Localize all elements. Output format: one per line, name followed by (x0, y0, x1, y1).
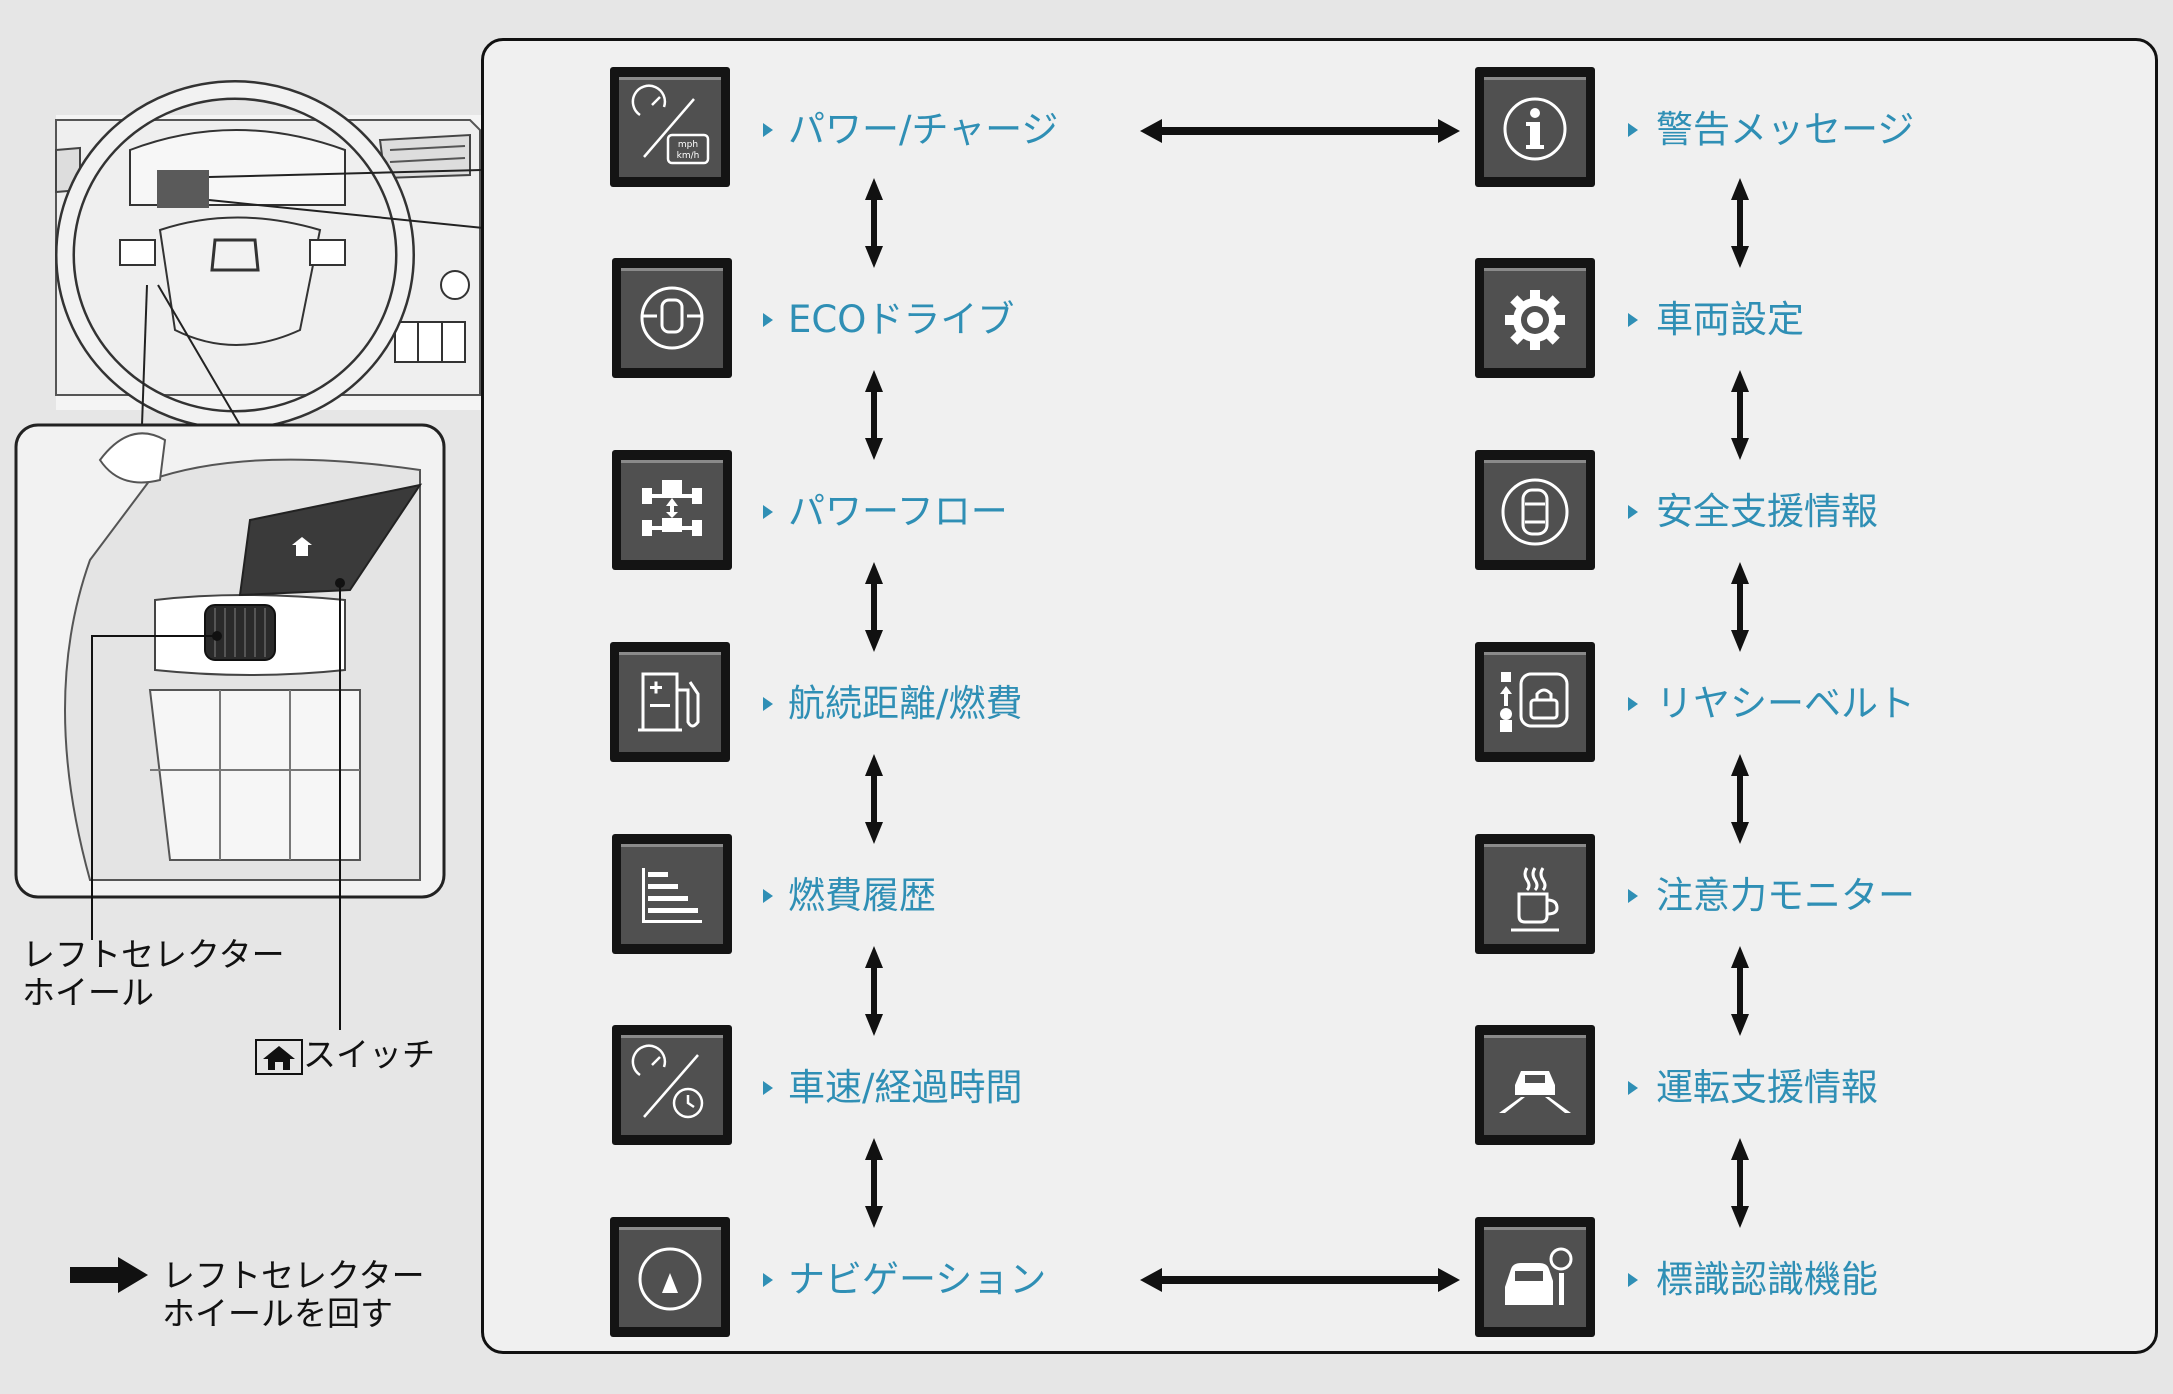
menu-label-driving-support[interactable]: 運転支援情報 (1656, 1066, 1878, 1109)
vertical-arrow (865, 370, 883, 460)
power-flow-icon (642, 480, 702, 536)
fuel-history-tile[interactable] (612, 834, 732, 954)
vertical-arrow (865, 562, 883, 652)
menu-label-rear-seatbelt[interactable]: リヤシーベルト (1656, 682, 1915, 725)
home-icon (255, 1038, 303, 1075)
navigation-tile[interactable] (610, 1217, 730, 1337)
menu-label-warning-message[interactable]: 警告メッセージ (1656, 108, 1915, 151)
horizontal-arrow-bottom (1140, 1268, 1460, 1292)
vertical-arrow (1731, 370, 1749, 460)
rear-seatbelt-tile[interactable] (1475, 642, 1595, 762)
mph-text: mph (678, 140, 698, 150)
selector-wheel-caption: レフトセレクター ホイール (22, 935, 285, 1012)
warning-message-tile[interactable] (1475, 67, 1595, 187)
home-switch-caption: スイッチ (255, 1036, 435, 1075)
vertical-arrow (865, 1138, 883, 1228)
power-charge-icon: mph km/h (631, 84, 710, 165)
menu-label-power-flow[interactable]: パワーフロー (788, 490, 1008, 533)
bar-history-icon (642, 868, 702, 923)
power-flow-tile[interactable] (612, 450, 732, 570)
coffee-cup-icon (1511, 867, 1559, 932)
range-fuel-tile[interactable] (610, 642, 730, 762)
screen-menu-panel (481, 38, 2158, 1354)
lane-car-icon (1499, 1071, 1571, 1113)
eco-drive-tile[interactable] (612, 258, 732, 378)
info-icon (1503, 97, 1567, 161)
menu-label-vehicle-settings[interactable]: 車両設定 (1656, 298, 1804, 341)
vehicle-settings-tile[interactable] (1475, 258, 1595, 378)
menu-label-eco-drive[interactable]: ECOドライブ (788, 298, 1015, 341)
compass-icon (638, 1247, 702, 1311)
power-charge-tile[interactable]: mph km/h (610, 67, 730, 187)
eco-drive-icon (640, 286, 704, 350)
fuel-station-icon (638, 672, 700, 732)
vertical-arrow (865, 946, 883, 1036)
vertical-arrow (865, 178, 883, 268)
attention-monitor-tile[interactable] (1475, 834, 1595, 954)
kmh-text: km/h (677, 151, 700, 161)
sign-recognition-tile[interactable] (1475, 1217, 1595, 1337)
horizontal-arrow-top (1140, 119, 1460, 143)
menu-label-navigation[interactable]: ナビゲーション (788, 1258, 1047, 1301)
menu-label-sign-recognition[interactable]: 標識認識機能 (1656, 1258, 1878, 1301)
driving-support-tile[interactable] (1475, 1025, 1595, 1145)
vertical-arrow (1731, 562, 1749, 652)
vertical-arrow (865, 754, 883, 844)
vertical-arrow (1731, 754, 1749, 844)
gear-icon (1505, 290, 1565, 350)
speed-clock-icon (631, 1044, 704, 1119)
sign-recognition-icon (1505, 1247, 1573, 1305)
menu-label-safety-support[interactable]: 安全支援情報 (1656, 490, 1878, 533)
menu-label-speed-time[interactable]: 車速/経過時間 (788, 1066, 1023, 1109)
menu-label-power-charge[interactable]: パワー/チャージ (788, 108, 1059, 151)
rear-seatbelt-icon (1500, 672, 1569, 732)
car-top-circle-icon (1501, 478, 1569, 546)
safety-support-tile[interactable] (1475, 450, 1595, 570)
steering-wheel-illustration (14, 80, 481, 1030)
speed-time-tile[interactable] (612, 1025, 732, 1145)
menu-label-range-fuel[interactable]: 航続距離/燃費 (788, 682, 1023, 725)
legend-arrow-icon (70, 1257, 148, 1293)
vertical-arrow (1731, 1138, 1749, 1228)
menu-label-fuel-history[interactable]: 燃費履歴 (788, 874, 936, 917)
menu-label-attention-monitor[interactable]: 注意力モニター (1656, 874, 1915, 917)
vertical-arrow (1731, 946, 1749, 1036)
vertical-arrow (1731, 178, 1749, 268)
